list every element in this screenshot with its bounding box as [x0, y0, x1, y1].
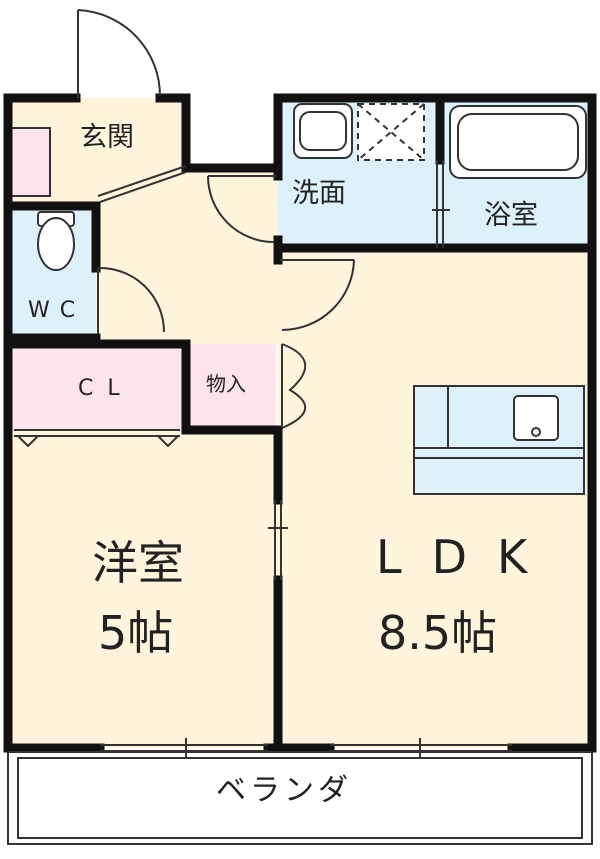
- front-door-swing: [77, 9, 162, 97]
- walls: [3, 93, 597, 753]
- entrance-step: [97, 165, 187, 197]
- western-room-area: [8, 430, 278, 748]
- washbasin: [293, 103, 353, 159]
- veranda-outline: [7, 751, 593, 845]
- fixtures: [7, 9, 593, 845]
- kitchen-sink: [513, 395, 559, 441]
- bathtub: [449, 105, 587, 179]
- entrance-shoe-box: [9, 127, 51, 197]
- hall-area: [96, 168, 278, 344]
- closet-area: [8, 344, 186, 430]
- storage-door-swing: [281, 343, 307, 429]
- ldk-area: [278, 248, 592, 748]
- storage-area: [188, 344, 276, 430]
